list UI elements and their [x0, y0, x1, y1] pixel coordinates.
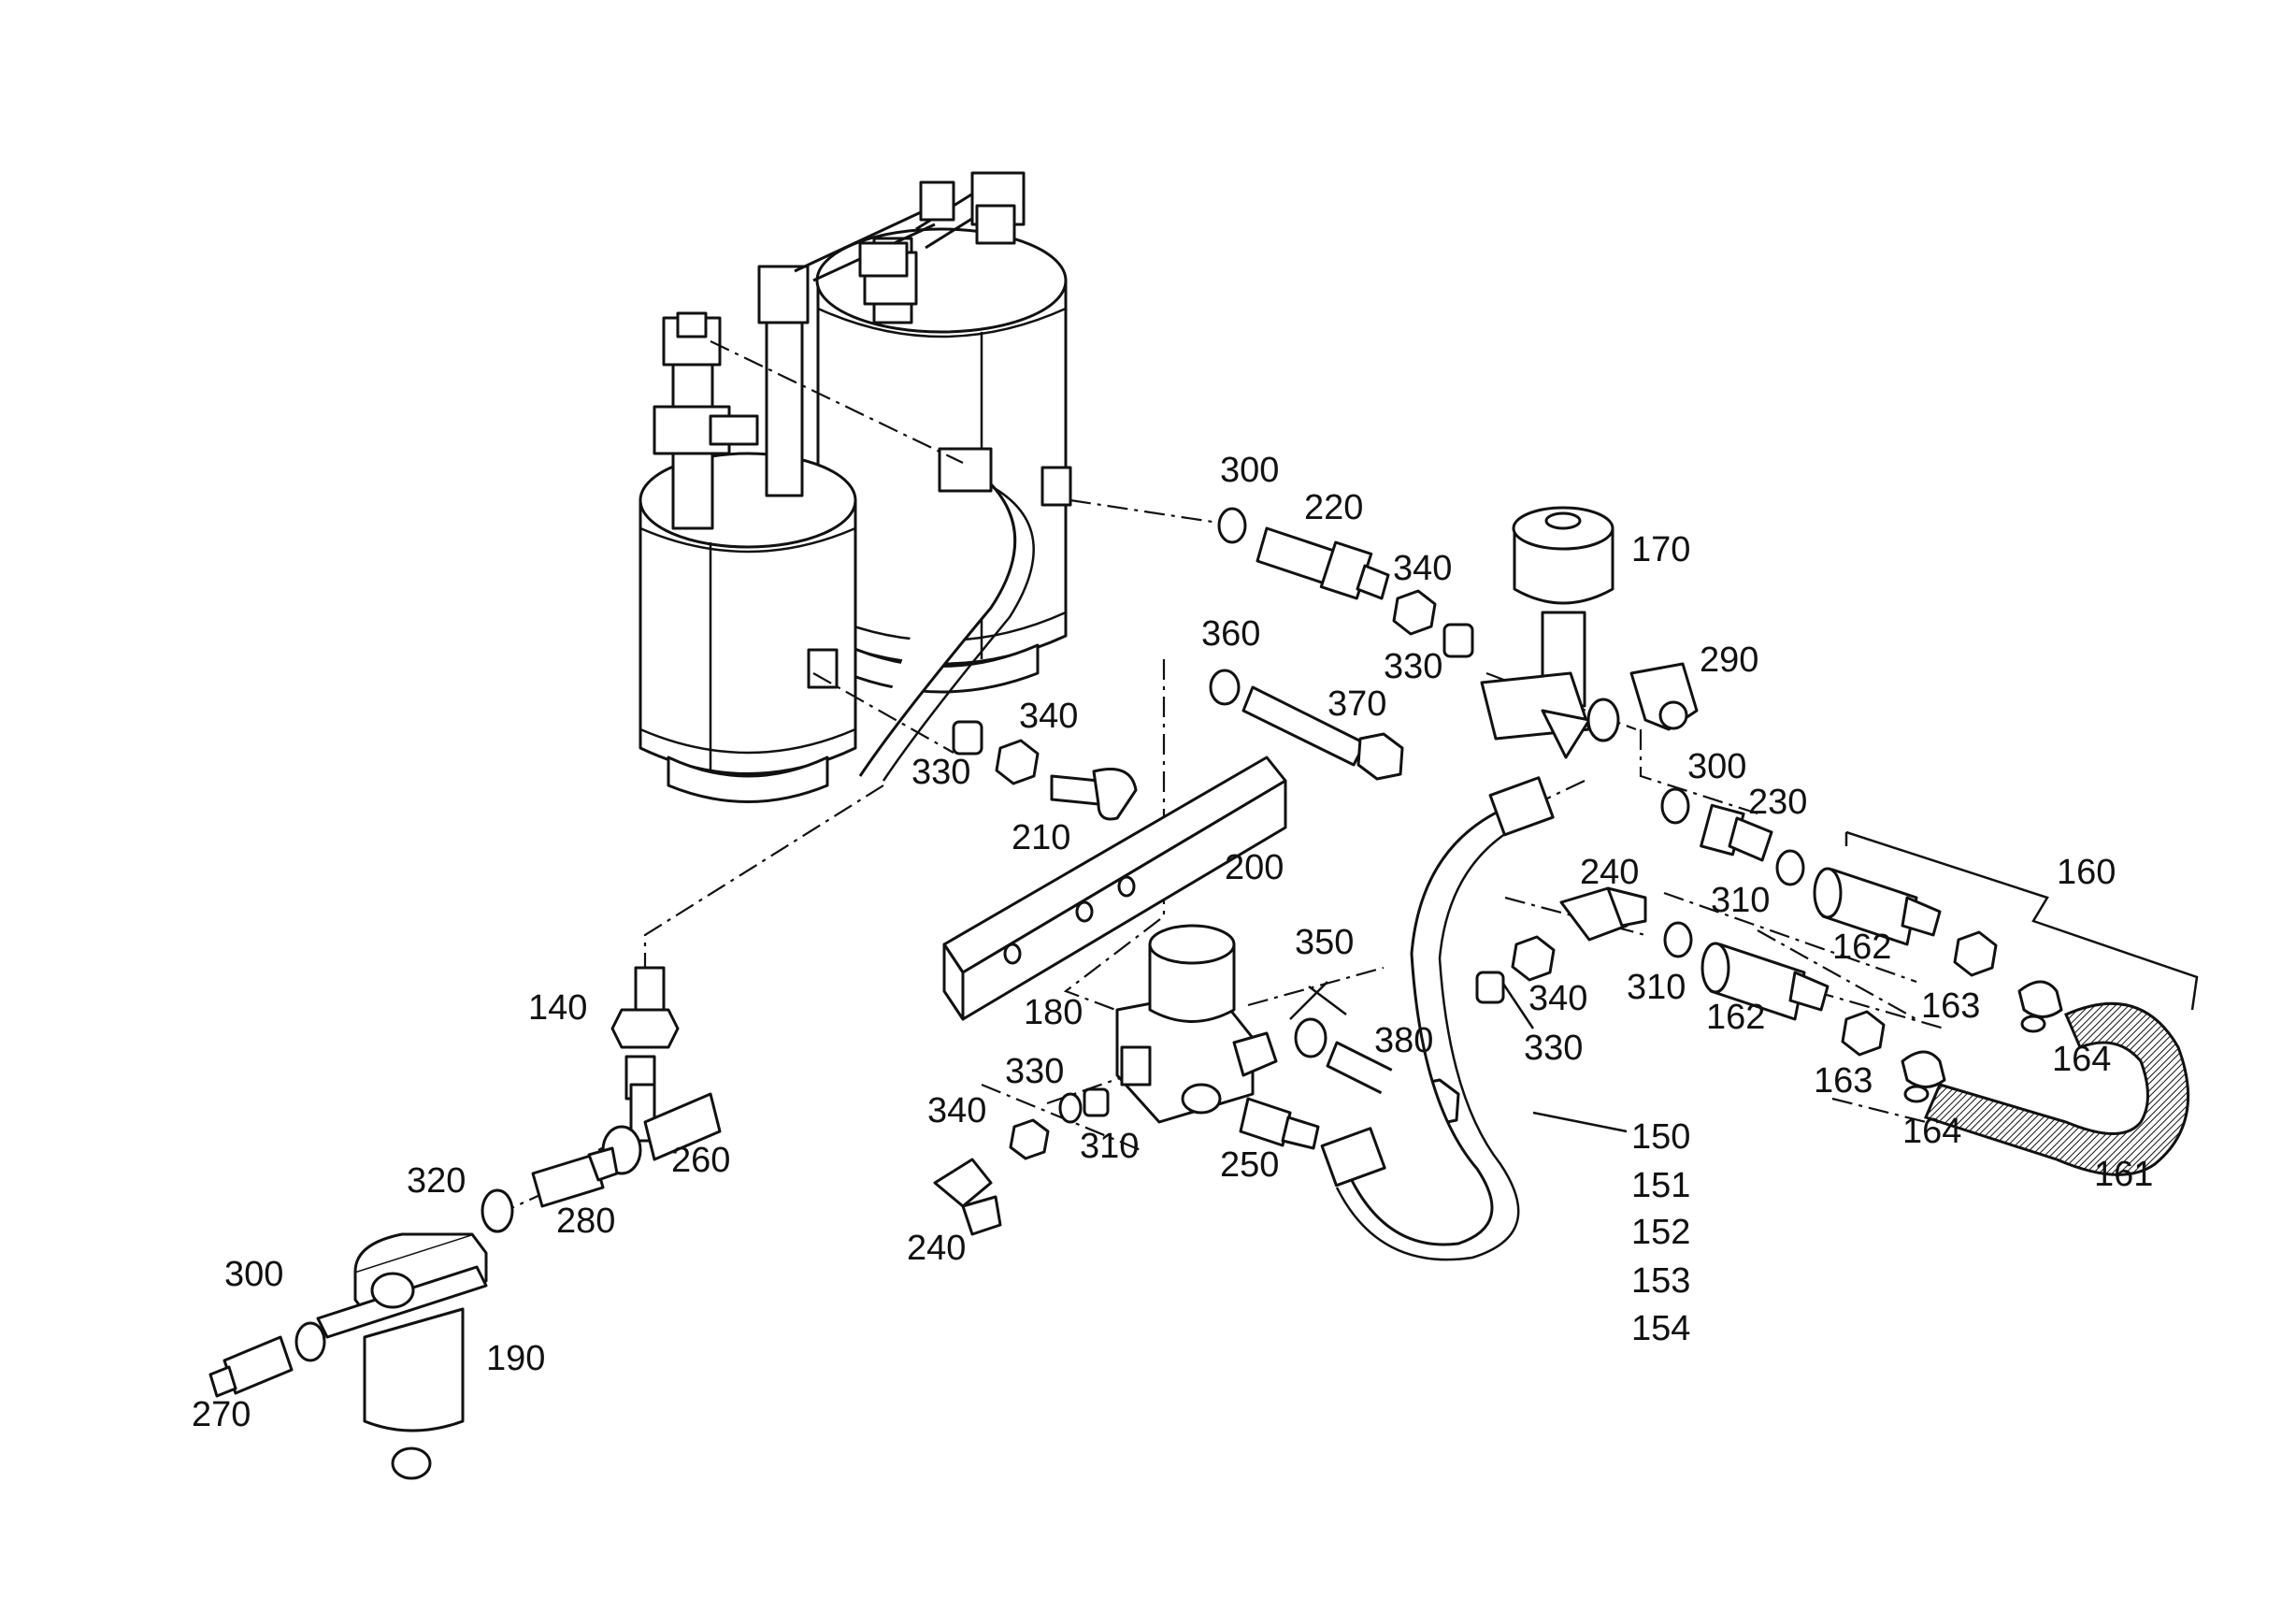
washer-310	[1058, 1092, 1083, 1124]
part-number-label: 310	[1711, 881, 1770, 920]
elbow-240	[933, 1158, 1002, 1236]
washer-310	[1775, 849, 1805, 886]
washer-320	[481, 1188, 514, 1233]
part-number-label: 380	[1374, 1021, 1433, 1060]
washer-300	[294, 1321, 326, 1362]
connector-162	[1700, 942, 1830, 1021]
fitting-280	[531, 1146, 619, 1208]
part-number-label: 270	[192, 1395, 251, 1434]
part-number-label: 330	[1005, 1052, 1064, 1091]
washer-300	[1660, 787, 1690, 825]
part-number-label: 150	[1631, 1117, 1690, 1157]
part-number-label: 360	[1201, 614, 1260, 654]
part-number-label: 310	[1080, 1127, 1139, 1166]
part-number-label: 240	[907, 1229, 966, 1268]
part-number-label: 340	[1528, 979, 1587, 1018]
tank-piping	[653, 171, 1026, 530]
part-number-label: 163	[1814, 1061, 1873, 1101]
washer-350	[1294, 1017, 1327, 1058]
part-number-label: 170	[1631, 530, 1690, 569]
part-number-label: 300	[224, 1255, 283, 1294]
part-number-label: 220	[1304, 488, 1363, 527]
part-number-label: 162	[1706, 998, 1765, 1037]
sleeve-330	[1442, 623, 1474, 658]
hose-150	[1320, 776, 1555, 1261]
part-number-label: 330	[911, 753, 970, 792]
part-number-label: 164	[1902, 1112, 1961, 1151]
bracket-200	[942, 756, 1287, 1021]
part-number-label: 160	[2057, 853, 2116, 892]
part-number-label: 250	[1220, 1145, 1279, 1185]
part-number-label: 163	[1921, 986, 1980, 1026]
part-number-label: 300	[1220, 451, 1279, 490]
part-number-label: 330	[1524, 1029, 1583, 1068]
nut-340	[1392, 589, 1437, 636]
part-number-label: 350	[1295, 923, 1354, 962]
hose-161	[1923, 1001, 2190, 1176]
elbow-210	[1050, 768, 1138, 821]
fitting-270	[208, 1335, 294, 1398]
fitting-220	[1256, 526, 1390, 600]
part-number-label: 330	[1384, 647, 1442, 686]
valve-170	[1480, 506, 1620, 759]
part-number-label: 161	[2094, 1155, 2153, 1194]
part-number-label: 200	[1225, 848, 1284, 887]
fitting-250	[1239, 1097, 1320, 1150]
pipe-140	[610, 966, 680, 1049]
elbow-240	[1559, 886, 1647, 942]
valve-180	[1115, 924, 1278, 1124]
part-number-label: 280	[556, 1202, 615, 1241]
part-number-label: 340	[927, 1091, 986, 1130]
part-number-label: 210	[1012, 818, 1070, 857]
nut-163	[1953, 930, 1998, 977]
nut-340	[1009, 1118, 1050, 1160]
part-number-label: 310	[1627, 968, 1686, 1007]
part-number-label: 190	[486, 1339, 545, 1378]
nut-340	[1511, 935, 1556, 982]
part-number-label: 340	[1019, 697, 1078, 736]
clamp-164	[1901, 1050, 1946, 1103]
washer-310	[1663, 921, 1693, 958]
part-number-label: 320	[407, 1161, 466, 1201]
part-number-label: 370	[1327, 684, 1386, 724]
elbow-290	[1629, 662, 1699, 731]
part-number-label: 300	[1687, 747, 1746, 786]
filter-190	[316, 1232, 488, 1480]
part-number-label: 180	[1024, 993, 1083, 1032]
nut-163	[1841, 1010, 1886, 1057]
part-number-label: 140	[528, 988, 587, 1028]
sleeve-330	[952, 720, 983, 756]
part-number-label: 290	[1700, 640, 1758, 680]
washer-360	[1209, 669, 1241, 706]
part-number-label: 154	[1631, 1309, 1690, 1348]
part-number-label: 162	[1832, 928, 1891, 967]
part-number-label: 164	[2052, 1040, 2111, 1079]
sleeve-330	[1083, 1087, 1110, 1117]
sleeve-330	[1475, 971, 1505, 1004]
clamp-164	[2017, 980, 2063, 1033]
part-number-label: 152	[1631, 1213, 1690, 1252]
part-number-label: 151	[1631, 1166, 1690, 1205]
part-number-label: 340	[1393, 549, 1452, 588]
nut-340	[995, 739, 1040, 785]
part-number-label: 260	[671, 1141, 730, 1180]
part-number-label: 240	[1580, 853, 1639, 892]
tee-260	[601, 1055, 722, 1175]
part-number-label: 230	[1748, 783, 1807, 822]
fitting-230	[1700, 803, 1773, 862]
pointer-lines	[1289, 830, 2199, 1133]
washer-300	[1217, 507, 1247, 544]
bolt-370	[1241, 685, 1404, 781]
part-number-label: 153	[1631, 1261, 1690, 1301]
connector-162	[1813, 867, 1942, 946]
